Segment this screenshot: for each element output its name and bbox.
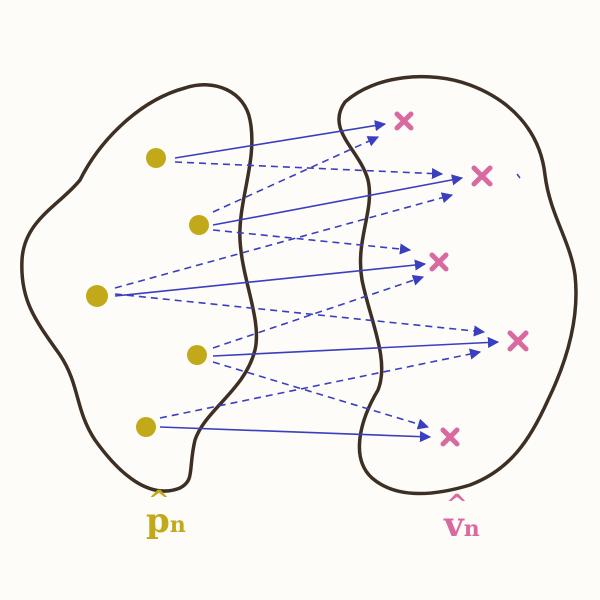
arrow-dashed: [212, 136, 380, 213]
target-cross: [471, 165, 493, 187]
stray-mark: [516, 173, 521, 179]
source-point: [146, 148, 166, 168]
source-point: [86, 285, 108, 307]
source-point: [189, 215, 209, 235]
target-points: [394, 111, 529, 447]
solid-arrows: [114, 120, 500, 443]
arrow-solid: [159, 426, 432, 443]
arrow-dashed: [212, 229, 412, 255]
arrow-dashed: [212, 361, 430, 430]
arrow-solid: [174, 120, 387, 159]
target-cross: [394, 111, 414, 131]
dashed-arrows: [114, 136, 486, 430]
source-point: [187, 345, 207, 365]
right-set-outline: [337, 74, 578, 496]
left-set-hat: ^: [148, 486, 170, 516]
left-set-symbol: p: [146, 501, 170, 541]
arrow-dashed: [174, 161, 444, 180]
left-set-outline: [20, 83, 259, 493]
right-set-subscript: n: [463, 516, 480, 542]
arrow-solid: [212, 174, 464, 226]
arrow-dashed: [159, 348, 482, 419]
right-set-symbol: v: [444, 505, 464, 545]
right-set-hat: ^: [446, 490, 468, 520]
right-set-label: ^ vn: [444, 492, 480, 545]
left-set-label: ^ pn: [146, 488, 186, 541]
arrow-dashed: [212, 274, 425, 349]
arrow-solid: [114, 259, 427, 297]
source-points: [86, 148, 209, 437]
left-set-subscript: n: [169, 512, 186, 538]
arrow-dashed: [114, 293, 486, 337]
target-cross: [507, 330, 529, 352]
arrow-dashed: [114, 192, 454, 289]
target-cross: [429, 252, 449, 272]
source-point: [136, 417, 156, 437]
arrow-solid: [212, 336, 500, 357]
target-cross: [440, 427, 460, 447]
